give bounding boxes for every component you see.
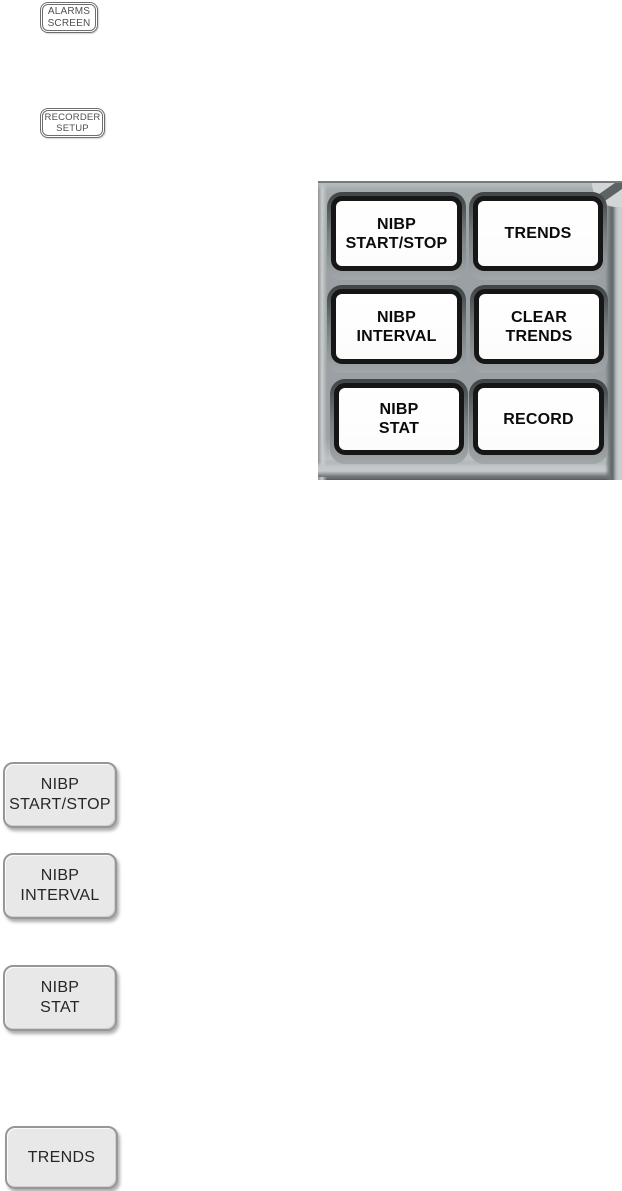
- key-recess: TRENDS: [469, 192, 607, 280]
- keypad-key-clear-trends[interactable]: CLEAR TRENDS: [474, 289, 604, 364]
- side-key-trends[interactable]: TRENDS: [5, 1126, 118, 1189]
- panel-left-highlight: [318, 183, 327, 480]
- alarms-screen-key-label: ALARMS SCREEN: [42, 4, 96, 31]
- side-key-nibp-interval[interactable]: NIBP INTERVAL: [3, 853, 117, 919]
- side-key-nibp-stat[interactable]: NIBP STAT: [3, 965, 117, 1031]
- key-recess: NIBP STAT: [330, 379, 468, 464]
- recorder-setup-key-label: RECORDER SETUP: [42, 110, 103, 136]
- side-key-nibp-start-stop[interactable]: NIBP START/STOP: [3, 762, 117, 828]
- panel-top-highlight: [318, 183, 622, 190]
- keypad-key-record[interactable]: RECORD: [473, 383, 604, 455]
- alarms-screen-key[interactable]: ALARMS SCREEN: [40, 2, 98, 33]
- key-recess: RECORD: [469, 379, 608, 464]
- panel-bottom-highlight: [318, 462, 622, 477]
- recorder-setup-key[interactable]: RECORDER SETUP: [40, 108, 105, 138]
- key-recess: NIBP START/STOP: [327, 192, 466, 280]
- keypad-key-nibp-start-stop[interactable]: NIBP START/STOP: [331, 196, 462, 271]
- membrane-keypad-panel: NIBP START/STOP TRENDS NIBP INTERVAL CLE…: [318, 181, 622, 480]
- keypad-key-trends[interactable]: TRENDS: [473, 196, 603, 271]
- panel-right-bezel: [605, 183, 622, 480]
- key-recess: NIBP INTERVAL: [327, 285, 466, 373]
- keypad-key-nibp-interval[interactable]: NIBP INTERVAL: [331, 289, 462, 364]
- keypad-key-nibp-stat[interactable]: NIBP STAT: [334, 383, 464, 455]
- key-recess: CLEAR TRENDS: [470, 285, 608, 373]
